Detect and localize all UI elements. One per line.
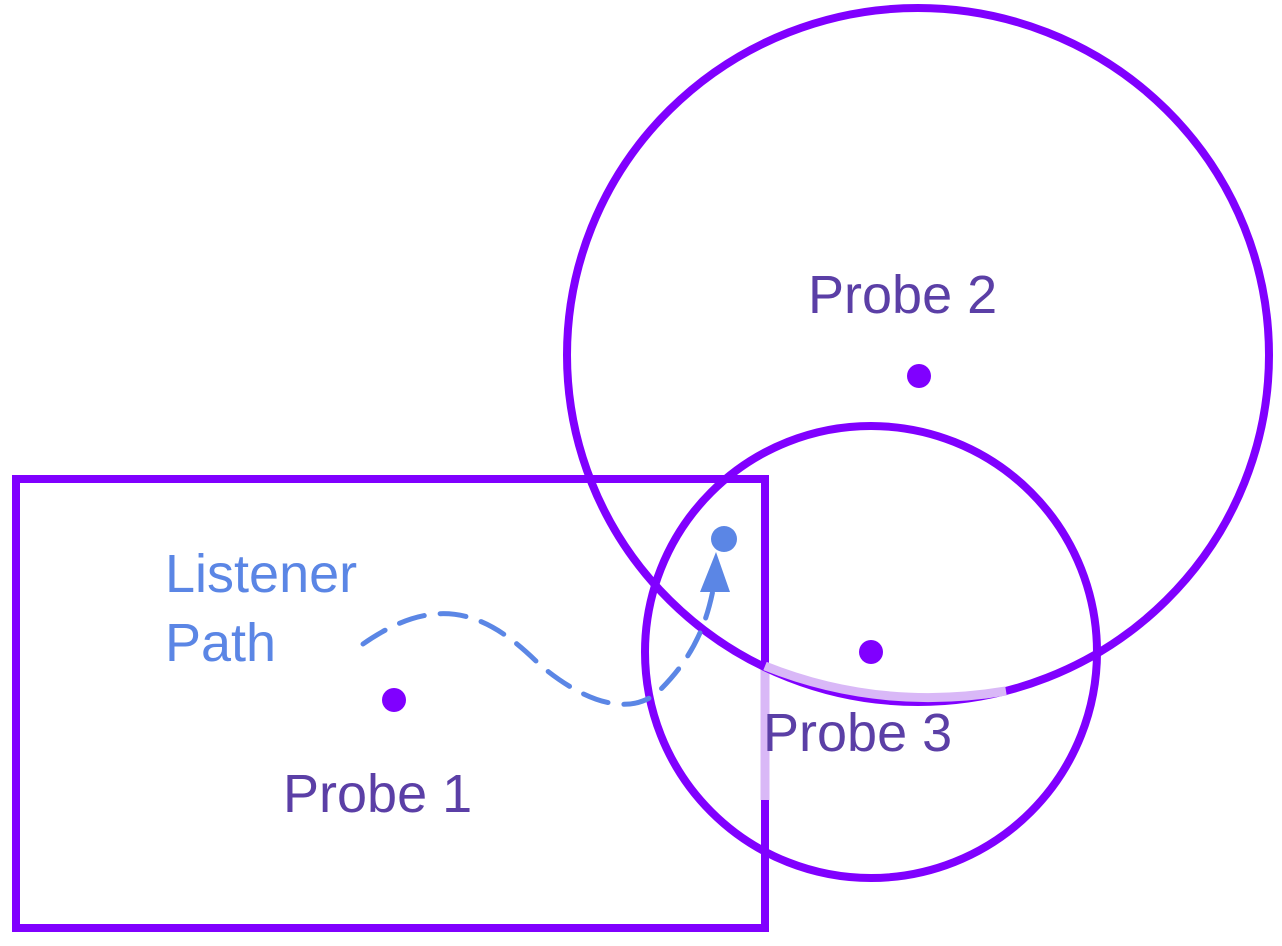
listener-position-dot [711,526,737,552]
listener-label-line2: Path [165,613,276,673]
probe-2-sphere-arc-faded [763,661,1007,703]
probe-3-dot [859,640,883,664]
probe-1-label: Probe 1 [283,764,472,824]
listener-path-line [360,587,716,707]
listener-label-line1: Listener [165,544,357,604]
probe-2-dot [907,364,931,388]
listener-path-arrowhead [700,552,730,592]
probe-1-dot [382,688,406,712]
probe-3-label: Probe 3 [763,703,952,763]
probe-2-sphere-volume [563,4,1273,706]
probe-3-sphere-volume [641,422,1101,882]
probe-2-label: Probe 2 [808,265,997,325]
